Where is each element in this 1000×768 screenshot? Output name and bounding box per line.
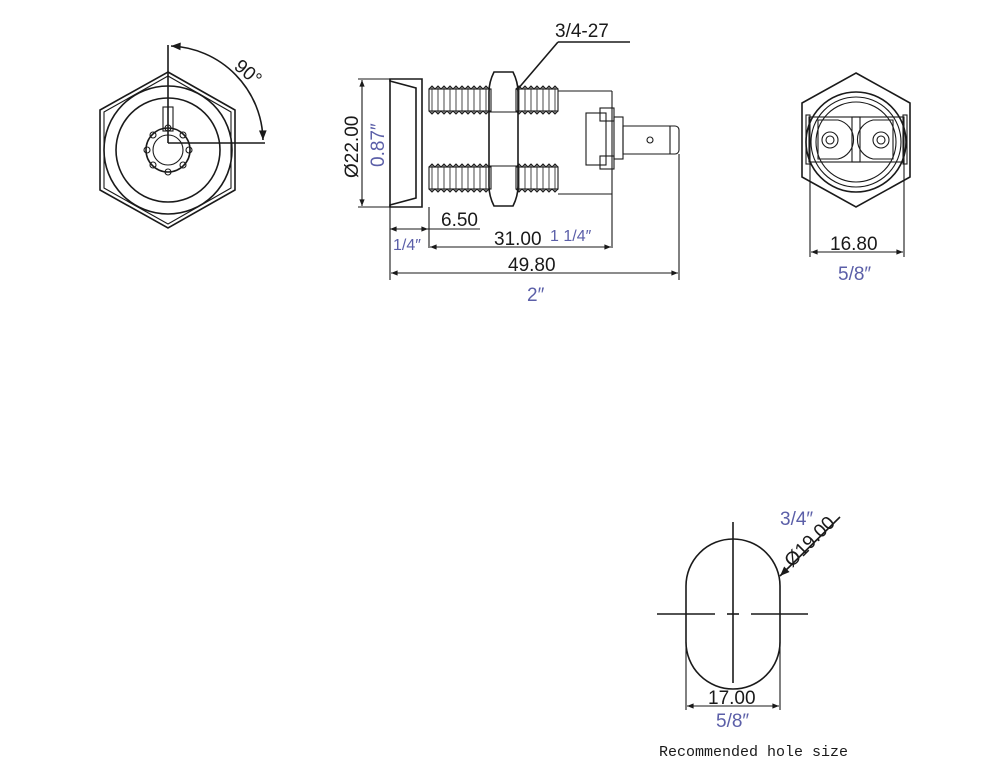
overall-mm-label: 49.80 (508, 255, 556, 276)
hole-view: Ø19.00 3/4″ 17.00 5/8″ Recommended hole … (657, 509, 848, 761)
overall-in-label: 2″ (527, 285, 545, 306)
hole-flat-mm-label: 17.00 (708, 688, 756, 709)
side-view: 3/4-27 Ø22.00 0.87″ 6.50 1/4″ 31.00 1 1/… (342, 21, 680, 306)
hole-diameter-in-label: 3/4″ (780, 509, 813, 530)
rotation-arc (170, 42, 267, 141)
rear-hex-outline (801, 72, 911, 208)
hole-flat-in-label: 5/8″ (716, 711, 749, 732)
flange-in-label: 1/4″ (393, 237, 421, 254)
flange-mm-label: 6.50 (441, 210, 478, 231)
flange (389, 78, 423, 208)
rear-width-mm-label: 16.80 (830, 234, 878, 255)
front-view: 90° (99, 42, 267, 229)
thread-pattern (428, 85, 559, 193)
rear-view: 16.80 5/8″ (801, 72, 911, 285)
diameter-in-label: 0.87″ (368, 123, 389, 167)
thread-leader (516, 41, 559, 91)
angle-label: 90° (230, 56, 266, 91)
body-in-label: 1 1/4″ (550, 228, 592, 245)
thread-spec-label: 3/4-27 (555, 21, 609, 42)
body-mm-label: 31.00 (494, 229, 542, 250)
hex-nut-side (488, 71, 519, 207)
cam-plate (808, 116, 905, 163)
cam-tail (622, 125, 680, 155)
hole-caption: Recommended hole size (659, 744, 848, 761)
diameter-mm-label: Ø22.00 (342, 116, 363, 178)
rear-width-in-label: 5/8″ (838, 264, 871, 285)
